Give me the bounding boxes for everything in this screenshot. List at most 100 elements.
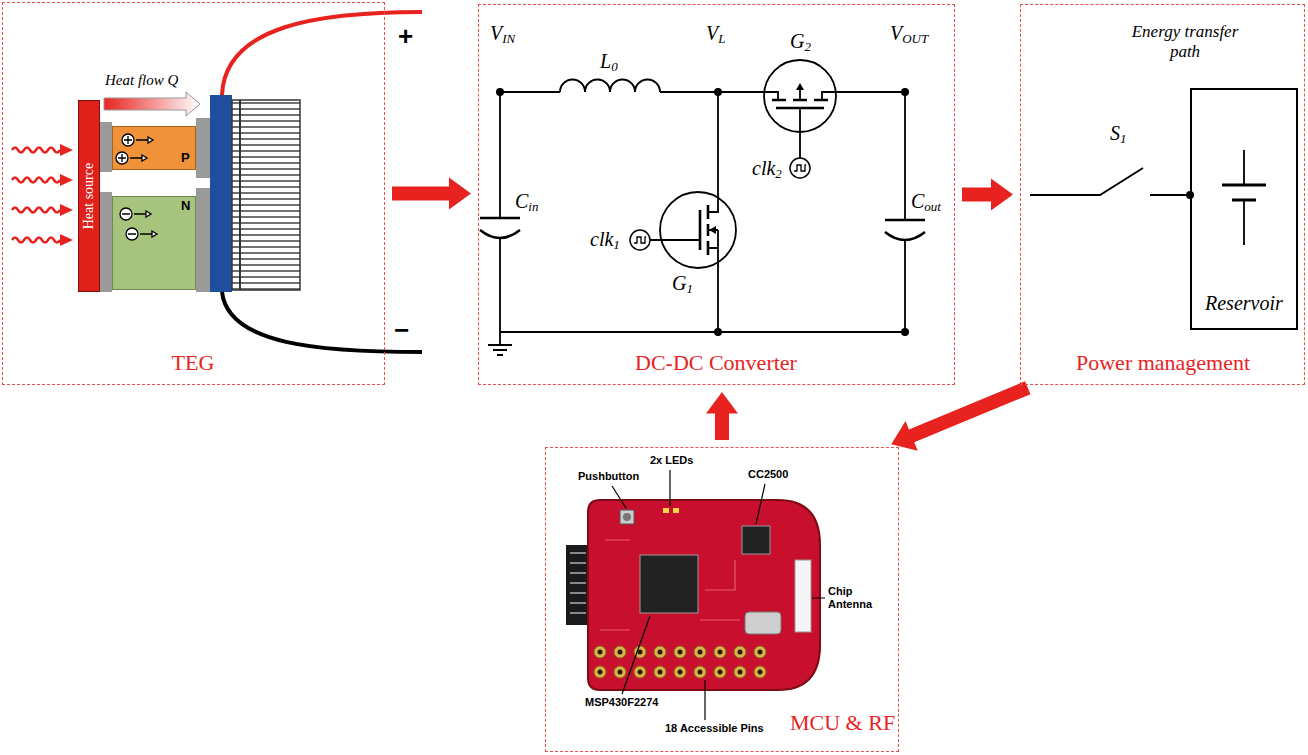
ceramic-plate [100,122,112,172]
clock-source [790,158,810,178]
heat-waves [12,148,60,243]
reservoir-box-label: Reservoir [1205,292,1283,315]
pin-rows [590,642,770,682]
crystal-part [745,612,781,634]
led-part [673,508,679,513]
node-voltage: VL [706,22,725,45]
heat-sink [232,100,300,290]
ground-symbol [488,345,512,355]
block-arrow [962,179,1013,211]
p-leg-fill [112,126,196,170]
cold-plate [210,95,232,292]
flow-label: Heat flow Q [105,72,178,89]
label-base: G [672,272,686,294]
heat-source: Heat source [78,100,100,292]
component-label: G1 [672,272,693,295]
carrier-arrows [130,140,152,234]
label-base: C [911,190,924,212]
n-leg-fill [112,196,196,290]
label-subscript: OUT [902,31,928,46]
capacitor-plates [480,218,925,240]
circuit-board [588,500,820,690]
arrow-head [60,234,73,246]
led-part [663,508,669,513]
label-subscript: 1 [613,237,620,252]
ceramic-plate [196,188,210,292]
mosfet-gates [700,108,824,250]
label-base: S [1110,122,1120,144]
block-arrow [392,178,471,210]
heat-source-label: Heat source [81,163,97,229]
component-label: G2 [790,30,811,53]
part-label: 2x LEDs [650,454,693,467]
body-arrow [796,83,804,90]
label-subscript: 2 [775,166,782,181]
board-connector [566,545,590,625]
radio-chip [742,526,770,554]
junction-dot [901,88,909,96]
n-type-leg-label: N [181,199,190,214]
terminal-sign: + [398,22,413,52]
battery-plates [1222,185,1266,200]
part-label: CC2500 [748,468,788,481]
label-base: clk [590,228,613,250]
block-arrow [706,392,738,440]
p-type-leg-label: P [181,151,190,166]
part-label: Chip Antenna [828,585,880,610]
charge-signs [118,136,136,234]
label-subscript: IN [502,31,515,46]
power-management-panel: ReservoirPower management [1020,4,1305,385]
arrow-head [60,204,73,216]
n-type-leg: N [112,196,196,290]
label-base: V [490,22,502,44]
charge-carriers [116,134,157,240]
reservoir-box: Reservoir [1190,88,1298,330]
junction-dot [901,328,909,336]
path-label: Energy transfer path [1120,22,1250,61]
switch-and-battery [1030,150,1266,245]
ceramic-plate [100,192,112,292]
component-label: L0 [600,50,618,73]
signal-label: clk1 [590,228,620,251]
connector-pins [570,553,586,613]
node-voltage: VIN [490,22,515,45]
heat-flow-arrow [104,92,200,116]
label-subscript: 0 [611,59,618,74]
heat-source-fill [78,100,100,292]
heat-wave [12,208,60,213]
switch-symbol [1030,168,1190,195]
heat-wave-heads [60,144,73,246]
junction-dot [714,88,722,96]
label-base: V [890,22,902,44]
label-base: V [706,22,718,44]
heat-wave [12,238,60,243]
teg-panel: Heat sourcePNTEG [2,2,385,385]
chip-antenna-part [795,560,811,632]
clock-source [630,230,650,250]
ceramic-plate [196,118,210,178]
board-traces [600,540,740,630]
label-subscript: 1 [686,281,693,296]
heat-sink-spine [239,100,241,290]
pushbutton-part [620,510,634,524]
label-subscript: in [528,199,538,214]
battery-leads [1243,150,1245,245]
label-subscript: 2 [804,39,811,54]
heat-wave [12,148,60,153]
label-base: C [515,190,528,212]
component-label: Cin [515,190,538,213]
mosfet-symbol [660,192,736,268]
circuit-wires [500,88,905,345]
junction-dot [496,88,504,96]
mcu-panel-label: MCU & RF [790,710,895,735]
arrow-head [60,144,73,156]
square-wave [634,165,806,243]
body-arrow [709,226,716,234]
power-management-panel-label: Power management [1076,350,1250,375]
mosfet-symbol [764,60,836,132]
mosfet-channels [708,100,828,255]
carrier-arrow-heads [142,137,157,237]
converter-panel-label: DC-DC Converter [635,350,797,375]
